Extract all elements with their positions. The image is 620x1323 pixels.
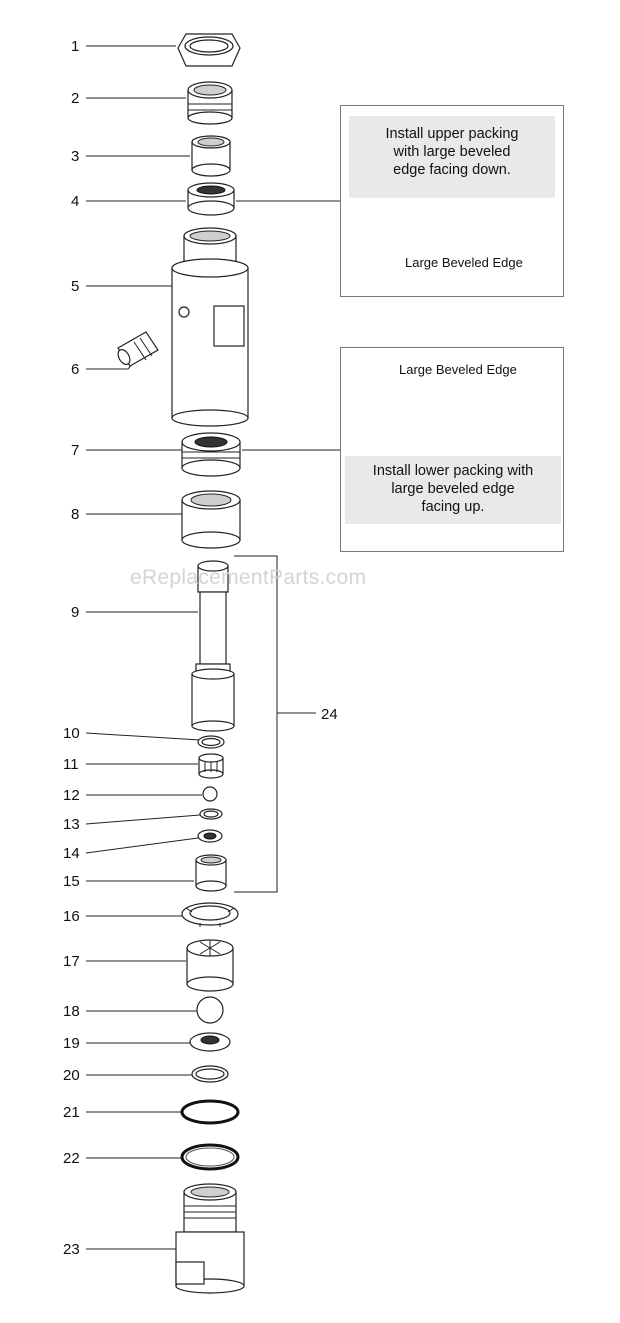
part-number-22: 22 xyxy=(63,1150,80,1167)
part-8-lower-guide xyxy=(181,490,241,549)
lower-packing-note-box: Large Beveled Edge Install lower packing… xyxy=(340,347,564,552)
part-1-packing-nut xyxy=(177,33,241,67)
part-13-washer xyxy=(199,808,223,820)
part-number-24: 24 xyxy=(321,706,338,723)
part-18-ball xyxy=(196,996,224,1024)
part-number-7: 7 xyxy=(71,442,79,459)
part-labels: 1 2 3 4 5 6 7 8 9 10 11 12 13 14 15 16 1… xyxy=(63,38,340,1258)
part-9-piston-rod xyxy=(191,560,235,732)
part-15-piston-valve xyxy=(195,854,227,892)
lower-note-line-2: large beveled edge xyxy=(391,481,515,497)
part-number-15: 15 xyxy=(63,873,80,890)
part-number-8: 8 xyxy=(71,506,79,523)
part-number-21: 21 xyxy=(63,1104,80,1121)
part-22-seal xyxy=(180,1143,240,1171)
part-14-seat xyxy=(197,829,223,843)
part-19-seat xyxy=(189,1032,231,1052)
part-21-o-ring xyxy=(180,1099,240,1125)
part-number-2: 2 xyxy=(71,90,79,107)
part-16-retainer xyxy=(181,902,239,927)
part-2-upper-adapter xyxy=(187,81,233,125)
upper-packing-note-box: Install upper packing with large beveled… xyxy=(340,105,564,297)
part-3-spacer xyxy=(191,135,231,177)
part-23-foot-valve-housing xyxy=(175,1183,245,1294)
part-number-18: 18 xyxy=(63,1003,80,1020)
lower-note-line-1: Install lower packing with xyxy=(372,463,534,479)
part-number-20: 20 xyxy=(63,1067,80,1084)
part-number-23: 23 xyxy=(63,1241,80,1258)
watermark: eReplacementParts.com xyxy=(130,566,367,589)
part-number-13: 13 xyxy=(63,816,80,833)
part-7-lower-packing xyxy=(181,432,241,477)
part-number-19: 19 xyxy=(63,1035,80,1052)
part-number-1: 1 xyxy=(71,38,79,55)
part-number-11: 11 xyxy=(63,756,79,773)
part-number-4: 4 xyxy=(71,193,79,210)
part-17-foot-valve-cage xyxy=(186,939,234,992)
part-number-17: 17 xyxy=(63,953,80,970)
part-4-upper-packing xyxy=(187,182,235,216)
part-number-12: 12 xyxy=(63,787,80,804)
lower-large-beveled-edge-label: Large Beveled Edge xyxy=(399,362,517,377)
part-number-14: 14 xyxy=(63,845,80,862)
upper-note-line-3: edge facing down. xyxy=(393,162,511,178)
part-number-10: 10 xyxy=(63,725,80,742)
part-number-6: 6 xyxy=(71,361,79,378)
part-5-pump-body xyxy=(171,227,249,427)
part-number-3: 3 xyxy=(71,148,79,165)
upper-note-line-2: with large beveled xyxy=(393,144,511,160)
upper-note-line-1: Install upper packing xyxy=(385,126,519,142)
part-20-washer xyxy=(191,1065,229,1083)
lower-packing-instructions: Install lower packing with large beveled… xyxy=(345,456,561,524)
part-12-ball xyxy=(202,786,218,802)
part-11-ball-cage xyxy=(198,753,224,779)
part-number-16: 16 xyxy=(63,908,80,925)
part-10-washer xyxy=(197,735,225,749)
part-6-fitting xyxy=(117,331,159,367)
lower-note-line-3: facing up. xyxy=(421,499,485,515)
part-number-9: 9 xyxy=(71,604,79,621)
upper-packing-instructions: Install upper packing with large beveled… xyxy=(349,116,555,198)
part-number-5: 5 xyxy=(71,278,79,295)
upper-large-beveled-edge-label: Large Beveled Edge xyxy=(405,255,523,270)
